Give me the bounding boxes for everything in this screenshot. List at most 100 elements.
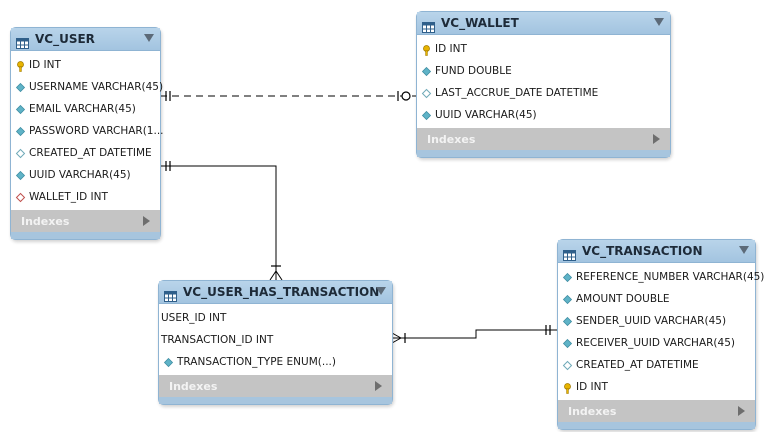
not-null-column-icon xyxy=(163,357,174,367)
collapse-arrow-icon[interactable] xyxy=(654,18,664,26)
relationship-user-usertransaction xyxy=(160,161,283,281)
column-row[interactable]: UUID VARCHAR(45) xyxy=(11,164,160,186)
table-vc-wallet[interactable]: VC_WALLET ID INT FUND DOUBLE LAST_ACCRUE_D… xyxy=(416,11,671,158)
column-label: FUND DOUBLE xyxy=(435,65,512,77)
nullable-column-icon xyxy=(15,148,26,158)
not-null-column-icon xyxy=(562,338,573,348)
column-label: SENDER_UUID VARCHAR(45) xyxy=(576,315,727,327)
table-title: VC_WALLET xyxy=(441,16,519,30)
column-label: WALLET_ID INT xyxy=(29,191,108,203)
table-footer xyxy=(11,232,160,239)
relationship-user-wallet xyxy=(160,91,417,101)
foreign-key-column-icon xyxy=(15,192,26,202)
indexes-label: Indexes xyxy=(21,214,70,228)
nullable-column-icon xyxy=(562,360,573,370)
column-row[interactable]: EMAIL VARCHAR(45) xyxy=(11,98,160,120)
table-header[interactable]: VC_USER xyxy=(11,28,160,51)
column-row[interactable]: ID INT xyxy=(417,38,670,60)
column-row[interactable]: REFERENCE_NUMBER VARCHAR(45) xyxy=(558,266,764,288)
table-vc-user[interactable]: VC_USER ID INT USERNAME VARCHAR(45) EMAIL … xyxy=(10,27,164,240)
column-label: CREATED_AT DATETIME xyxy=(29,147,152,159)
expand-arrow-icon[interactable] xyxy=(653,134,660,144)
column-row[interactable]: USER_ID INT xyxy=(159,307,392,329)
primary-key-icon xyxy=(563,382,572,394)
column-row[interactable]: ID INT xyxy=(558,376,755,398)
table-title: VC_TRANSACTION xyxy=(582,244,703,258)
indexes-label: Indexes xyxy=(169,379,218,393)
not-null-column-icon xyxy=(15,104,26,114)
column-label: USER_ID INT xyxy=(161,312,227,324)
nullable-column-icon xyxy=(421,88,432,98)
column-label: AMOUNT DOUBLE xyxy=(576,293,670,305)
table-vc-user-has-transaction[interactable]: VC_USER_HAS_TRANSACTION USER_ID INT TRANS… xyxy=(158,280,393,405)
table-icon xyxy=(422,18,435,33)
column-row[interactable]: TRANSACTION_ID INT xyxy=(159,329,392,351)
table-icon xyxy=(164,287,177,302)
table-title: VC_USER_HAS_TRANSACTION xyxy=(183,285,380,299)
relationship-transaction-usertransaction xyxy=(391,325,557,344)
column-label: CREATED_AT DATETIME xyxy=(576,359,699,371)
column-label: USERNAME VARCHAR(45) xyxy=(29,81,164,93)
collapse-arrow-icon[interactable] xyxy=(144,34,154,42)
expand-arrow-icon[interactable] xyxy=(375,381,382,391)
indexes-label: Indexes xyxy=(568,404,617,418)
table-footer xyxy=(558,422,755,429)
column-label: REFERENCE_NUMBER VARCHAR(45) xyxy=(576,271,765,283)
column-label: ID INT xyxy=(29,59,61,71)
column-row[interactable]: UUID VARCHAR(45) xyxy=(417,104,670,126)
column-row[interactable]: LAST_ACCRUE_DATE DATETIME xyxy=(417,82,670,104)
table-vc-transaction[interactable]: VC_TRANSACTION REFERENCE_NUMBER VARCHAR(… xyxy=(557,239,764,430)
indexes-bar[interactable]: Indexes xyxy=(558,400,755,422)
column-row[interactable]: CREATED_AT DATETIME xyxy=(11,142,160,164)
not-null-column-icon xyxy=(15,170,26,180)
column-row[interactable]: WALLET_ID INT xyxy=(11,186,160,208)
collapse-arrow-icon[interactable] xyxy=(739,246,749,254)
indexes-bar[interactable]: Indexes xyxy=(417,128,670,150)
primary-key-icon xyxy=(422,44,431,56)
table-icon xyxy=(16,34,29,49)
collapse-arrow-icon[interactable] xyxy=(376,287,386,295)
column-row[interactable]: FUND DOUBLE xyxy=(417,60,670,82)
table-footer xyxy=(159,397,392,404)
column-row[interactable]: AMOUNT DOUBLE xyxy=(558,288,755,310)
table-footer xyxy=(417,150,670,157)
column-row[interactable]: USERNAME VARCHAR(45) xyxy=(11,76,164,98)
table-header[interactable]: VC_WALLET xyxy=(417,12,670,35)
not-null-column-icon xyxy=(15,126,26,136)
column-label: TRANSACTION_TYPE ENUM(...) xyxy=(177,356,336,368)
table-header[interactable]: VC_USER_HAS_TRANSACTION xyxy=(159,281,392,304)
column-row[interactable]: CREATED_AT DATETIME xyxy=(558,354,755,376)
table-icon xyxy=(563,246,576,261)
not-null-column-icon xyxy=(562,316,573,326)
table-header[interactable]: VC_TRANSACTION xyxy=(558,240,755,263)
not-null-column-icon xyxy=(421,110,432,120)
column-label: ID INT xyxy=(576,381,608,393)
column-list: USER_ID INT TRANSACTION_ID INT TRANSACTION… xyxy=(159,304,392,375)
column-row[interactable]: PASSWORD VARCHAR(1... xyxy=(11,120,164,142)
column-row[interactable]: ID INT xyxy=(11,54,160,76)
indexes-label: Indexes xyxy=(427,132,476,146)
indexes-bar[interactable]: Indexes xyxy=(159,375,392,397)
column-row[interactable]: RECEIVER_UUID VARCHAR(45) xyxy=(558,332,755,354)
column-list: ID INT USERNAME VARCHAR(45) EMAIL VARCHAR(… xyxy=(11,51,164,210)
column-label: RECEIVER_UUID VARCHAR(45) xyxy=(576,337,735,349)
column-list: ID INT FUND DOUBLE LAST_ACCRUE_DATE DATETI… xyxy=(417,35,670,128)
not-null-column-icon xyxy=(421,66,432,76)
column-row[interactable]: SENDER_UUID VARCHAR(45) xyxy=(558,310,755,332)
column-label: TRANSACTION_ID INT xyxy=(161,334,274,346)
column-label: LAST_ACCRUE_DATE DATETIME xyxy=(435,87,599,99)
column-list: REFERENCE_NUMBER VARCHAR(45) AMOUNT DOUBL… xyxy=(558,263,764,400)
column-label: EMAIL VARCHAR(45) xyxy=(29,103,136,115)
column-label: UUID VARCHAR(45) xyxy=(29,169,131,181)
table-title: VC_USER xyxy=(35,32,95,46)
primary-key-icon xyxy=(16,60,25,72)
column-label: ID INT xyxy=(435,43,467,55)
not-null-column-icon xyxy=(562,294,573,304)
indexes-bar[interactable]: Indexes xyxy=(11,210,160,232)
not-null-column-icon xyxy=(562,272,573,282)
expand-arrow-icon[interactable] xyxy=(143,216,150,226)
expand-arrow-icon[interactable] xyxy=(738,406,745,416)
column-label: UUID VARCHAR(45) xyxy=(435,109,537,121)
column-row[interactable]: TRANSACTION_TYPE ENUM(...) xyxy=(159,351,392,373)
